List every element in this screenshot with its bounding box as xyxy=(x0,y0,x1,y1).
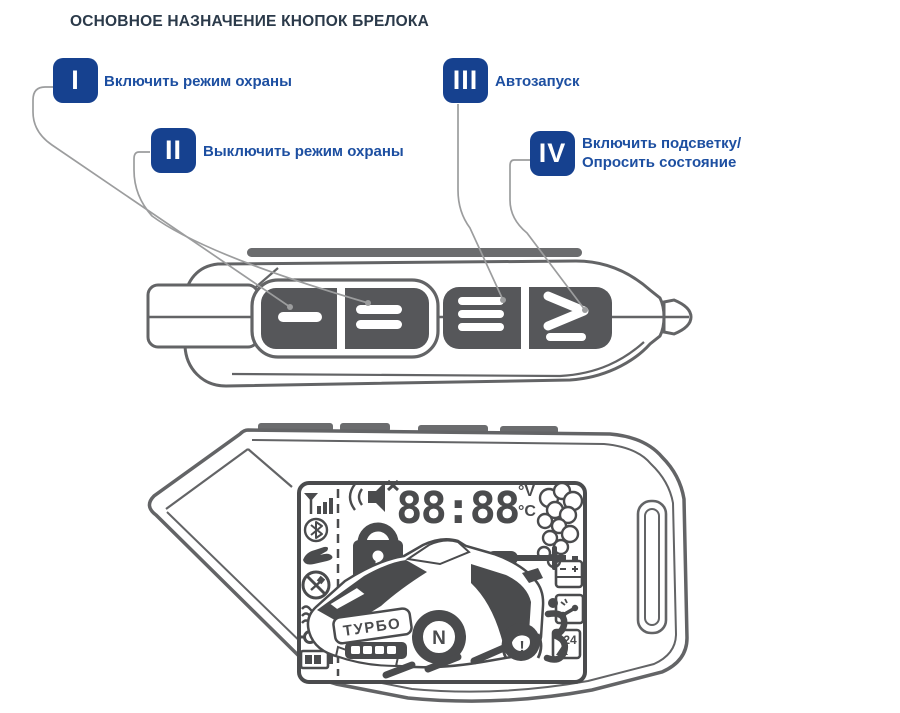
signal-strength-icon xyxy=(304,493,333,514)
button-label-4-line2: Опросить состояние xyxy=(582,154,737,171)
button-1-glyph[interactable] xyxy=(278,312,322,322)
button-4-glyph-bar[interactable] xyxy=(546,333,586,341)
group-2-divider xyxy=(521,287,529,349)
button-badge-1: I xyxy=(53,58,98,103)
page-title: ОСНОВНОЕ НАЗНАЧЕНИЕ КНОПОК БРЕЛОКА xyxy=(70,13,429,30)
lcd-degree-v: °V xyxy=(518,483,535,500)
car-windshield xyxy=(405,539,471,566)
button-label-1: Включить режим охраны xyxy=(104,73,292,90)
car-hood xyxy=(317,560,427,627)
valet-hand-icon xyxy=(303,546,333,565)
road-dashes-icon xyxy=(382,643,510,679)
button-2-glyph-bar1[interactable] xyxy=(356,305,402,314)
lcd-clock: 88:88 xyxy=(396,483,518,534)
mute-speaker-icon xyxy=(348,479,400,512)
bluetooth-icon xyxy=(303,517,329,543)
fob-top-ridge xyxy=(247,248,582,257)
fob-inner-shell xyxy=(231,341,645,378)
auto-badge xyxy=(345,642,407,659)
button-badge-4: IV xyxy=(530,131,575,176)
lcd-left-icons xyxy=(299,493,335,670)
gear-indicator: N xyxy=(432,628,446,649)
button-numeral-1: I xyxy=(71,65,80,95)
remote-side-view xyxy=(146,248,693,388)
car-spoiler xyxy=(522,568,543,583)
button-label-2: Выключить режим охраны xyxy=(203,143,404,160)
remote-front-view: 88:88 °V °C xyxy=(147,423,689,703)
button-badge-3: III xyxy=(443,58,488,103)
car-battery-icon xyxy=(554,556,584,589)
button-label-4-line1: Включить подсветку/ xyxy=(582,135,742,152)
front-wheel: N xyxy=(412,610,466,664)
car-headlight xyxy=(327,585,368,612)
button-numeral-3: III xyxy=(452,65,479,95)
car-icon: ТУРБО N xyxy=(306,537,545,669)
turbo-plate: ТУРБО xyxy=(332,607,413,645)
button-label-3: Автозапуск xyxy=(495,73,580,90)
service-24-label: 24 xyxy=(563,633,577,647)
button-2-glyph-bar2[interactable] xyxy=(356,320,402,329)
group-1-divider xyxy=(337,288,345,349)
car-side-panel xyxy=(471,564,531,640)
call-notification-icon xyxy=(554,593,585,625)
side-grip-ridge-inner xyxy=(644,508,660,626)
warning-mark: ! xyxy=(519,639,524,656)
brake-warning-icon: ! xyxy=(501,632,543,660)
button-3-glyph-bar3[interactable] xyxy=(458,323,504,331)
nose-crease-2 xyxy=(247,448,293,488)
button-3-glyph-bar1[interactable] xyxy=(458,297,504,305)
button-3-glyph-bar2[interactable] xyxy=(458,310,504,318)
button-numeral-4: IV xyxy=(538,138,567,168)
lcd-degree-c: °C xyxy=(518,503,536,520)
button-numeral-2: II xyxy=(164,135,182,165)
side-grip-ridge-outer xyxy=(636,499,668,635)
battery-level-icon xyxy=(299,649,333,670)
button-badge-2: II xyxy=(151,128,196,173)
service-disabled-icon xyxy=(301,570,331,600)
service-24h-icon: 24 xyxy=(551,628,582,660)
lcd-right-icons: 24 xyxy=(551,556,585,660)
nose-crease-1 xyxy=(165,448,249,510)
button-label-4: Включить подсветку/ Опросить состояние xyxy=(582,134,741,172)
